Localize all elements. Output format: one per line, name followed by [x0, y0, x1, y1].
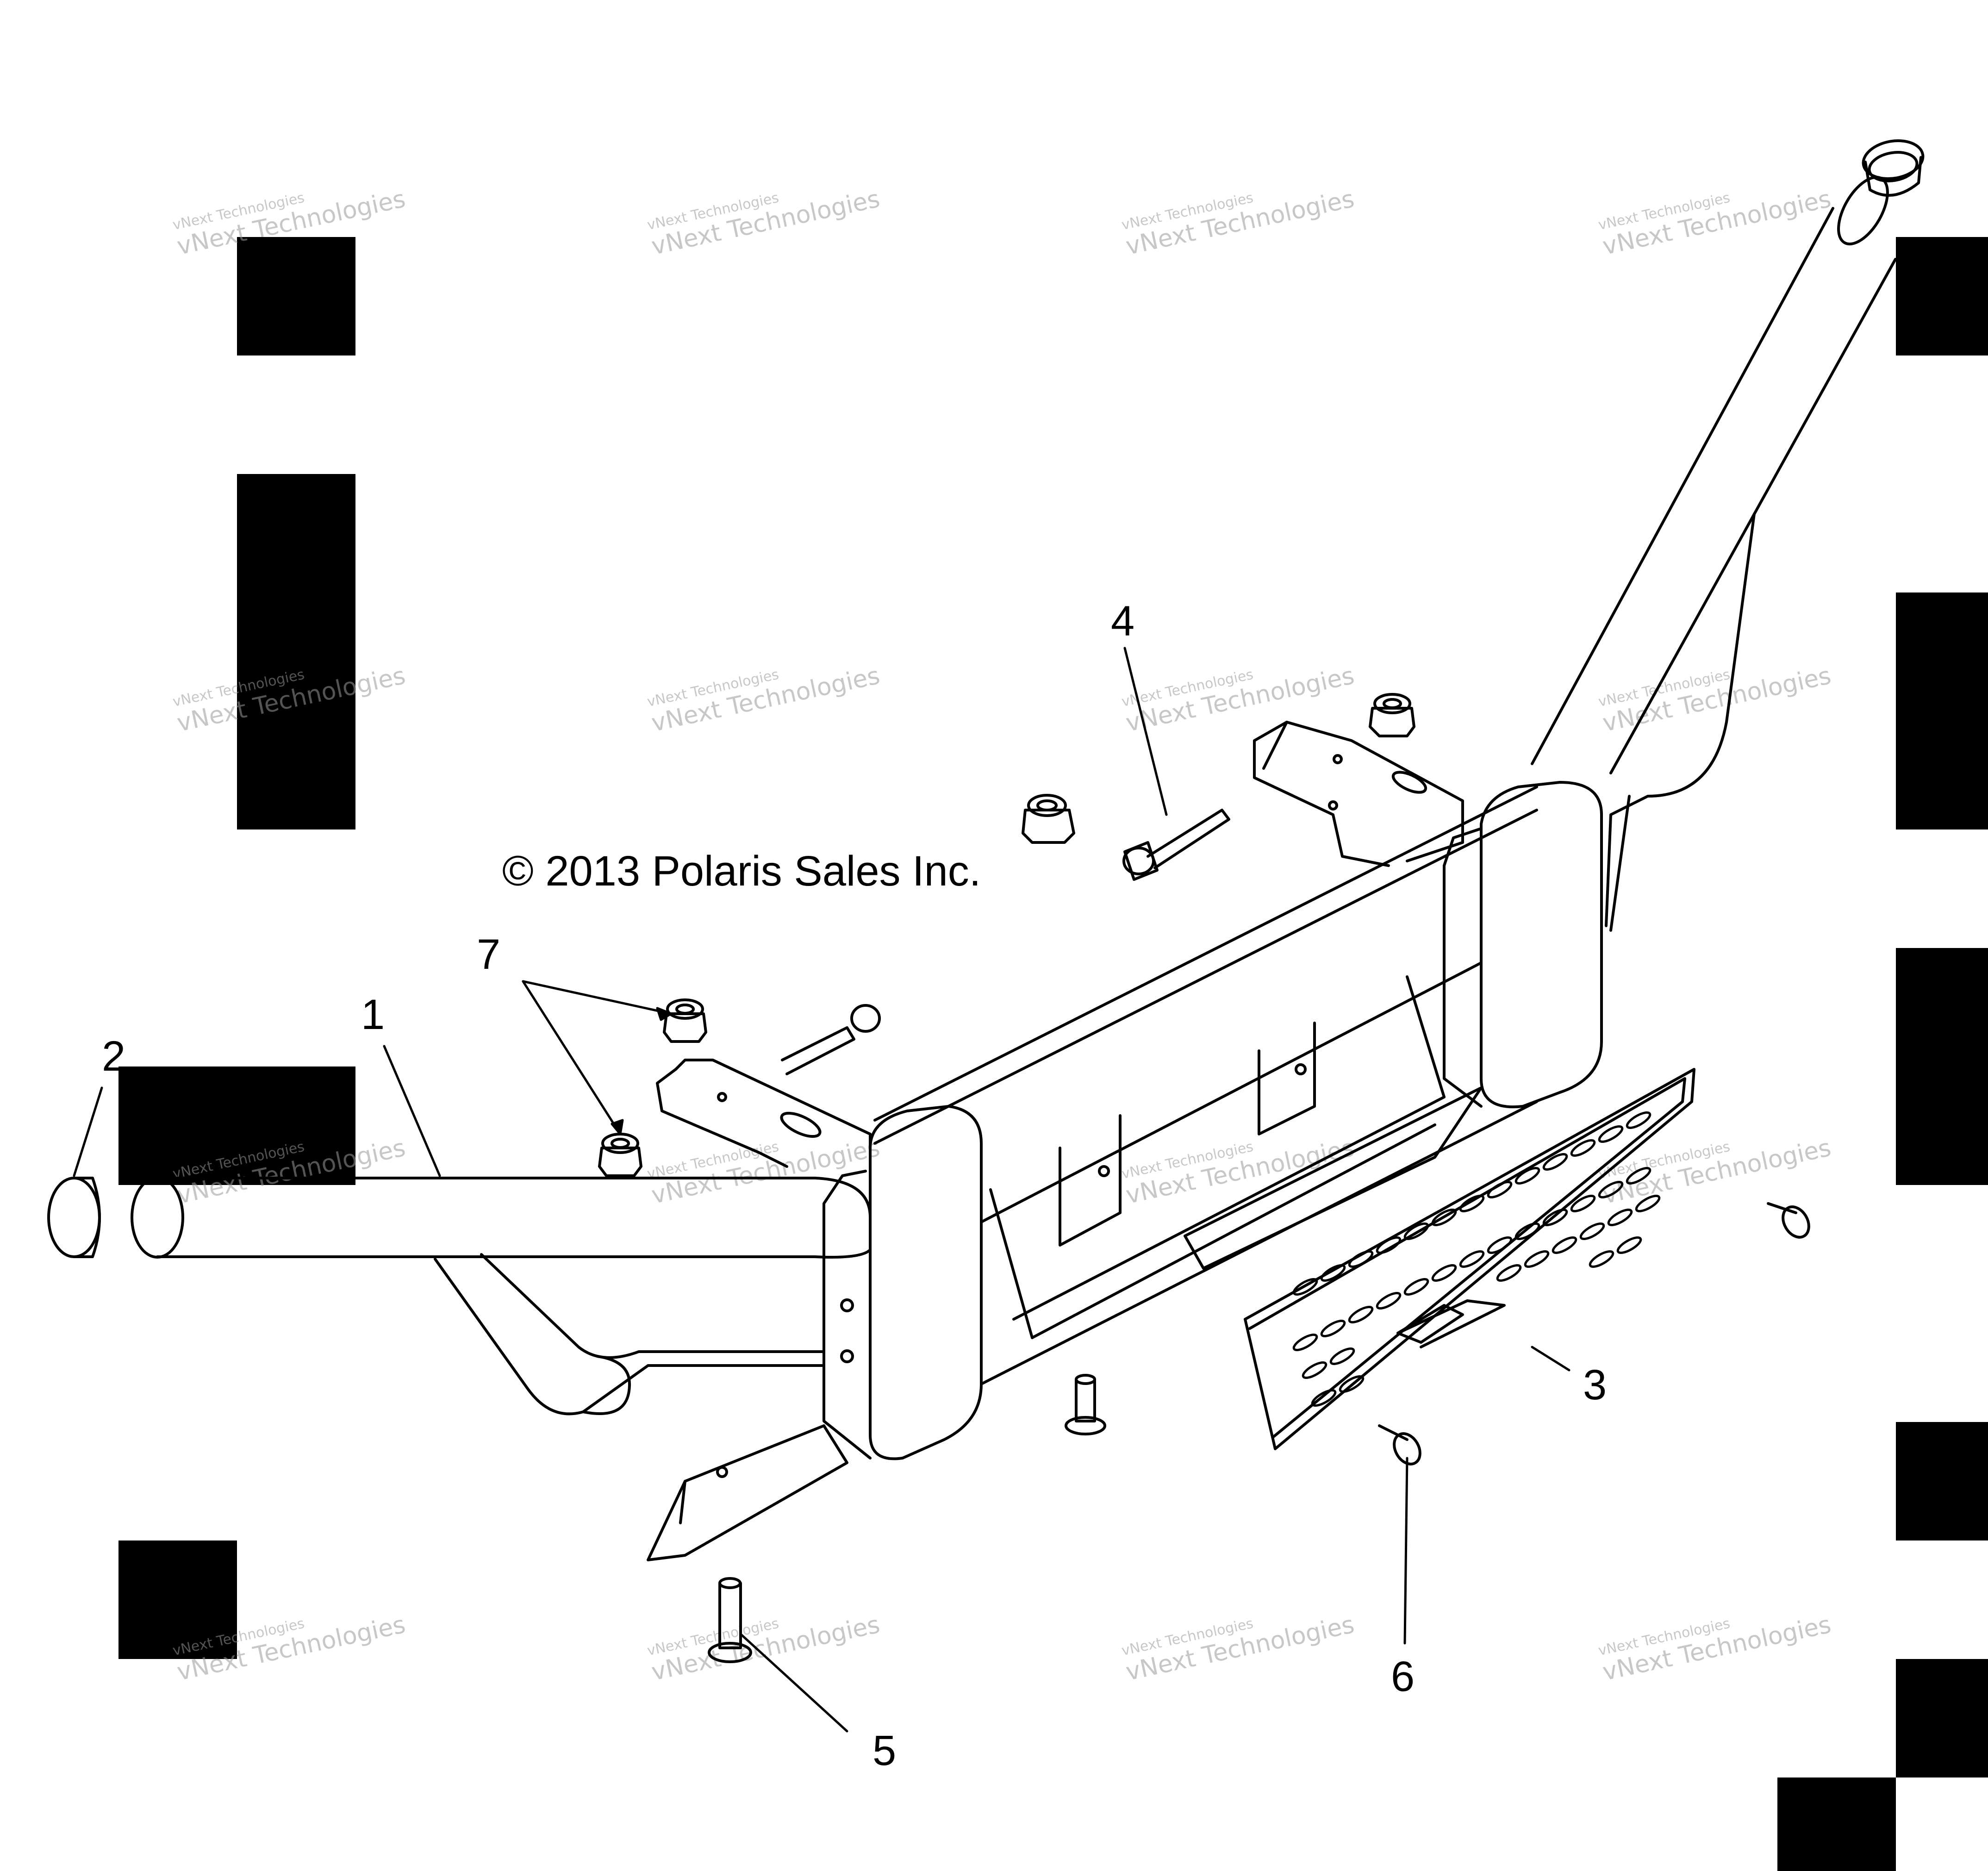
registration-mark: [237, 474, 355, 829]
registration-mark: [1896, 948, 1988, 1185]
lower-brush-guard-tube: [434, 1253, 825, 1416]
nut-item-7-b: [598, 1133, 642, 1177]
screw-item-5: [708, 1577, 752, 1663]
end-cap-left: [47, 1177, 101, 1258]
leader-lines: [73, 647, 1570, 1733]
bumper-right-end-block: [1443, 781, 1603, 1109]
registration-mark: [118, 1540, 237, 1659]
screw-item-6: [1378, 1424, 1421, 1466]
screw-mid: [1065, 1374, 1106, 1435]
registration-mark: [1896, 592, 1988, 829]
end-cap-top: [1862, 139, 1925, 197]
winch-grille-plate: [1244, 1068, 1695, 1450]
nut-item-7-a: [663, 998, 707, 1043]
screw-right: [1767, 1202, 1810, 1239]
copyright-notice: © 2013 Polaris Sales Inc.: [502, 848, 981, 895]
bolt-upper-left: [781, 1004, 881, 1075]
callout-3: 3: [1583, 1361, 1607, 1409]
bumper-left-end-block: [823, 1105, 983, 1460]
callout-4: 4: [1111, 598, 1135, 645]
rear-mounting-bracket-right: [1253, 721, 1464, 867]
rear-mounting-bracket-left: [656, 1059, 872, 1168]
bolt-item-4: [1122, 809, 1230, 881]
left-horizontal-tube: [131, 1176, 872, 1259]
registration-mark: [1896, 1422, 1988, 1540]
registration-mark: [1896, 237, 1988, 355]
callout-2: 2: [102, 1033, 126, 1080]
callout-1: 1: [361, 991, 385, 1038]
callout-7: 7: [477, 931, 501, 978]
front-skid-plate: [647, 1424, 848, 1561]
registration-mark: [1777, 1777, 1896, 1871]
callout-5: 5: [872, 1727, 897, 1774]
registration-mark: [237, 237, 355, 355]
upper-brush-guard-tube: [1531, 175, 1897, 932]
registration-mark: [1896, 1659, 1988, 1777]
nut-upper: [1022, 794, 1075, 844]
nut-upper-right: [1369, 693, 1415, 737]
callout-6: 6: [1391, 1653, 1415, 1700]
registration-mark: [118, 1066, 355, 1185]
bumper-main-frame: [873, 786, 1538, 1385]
